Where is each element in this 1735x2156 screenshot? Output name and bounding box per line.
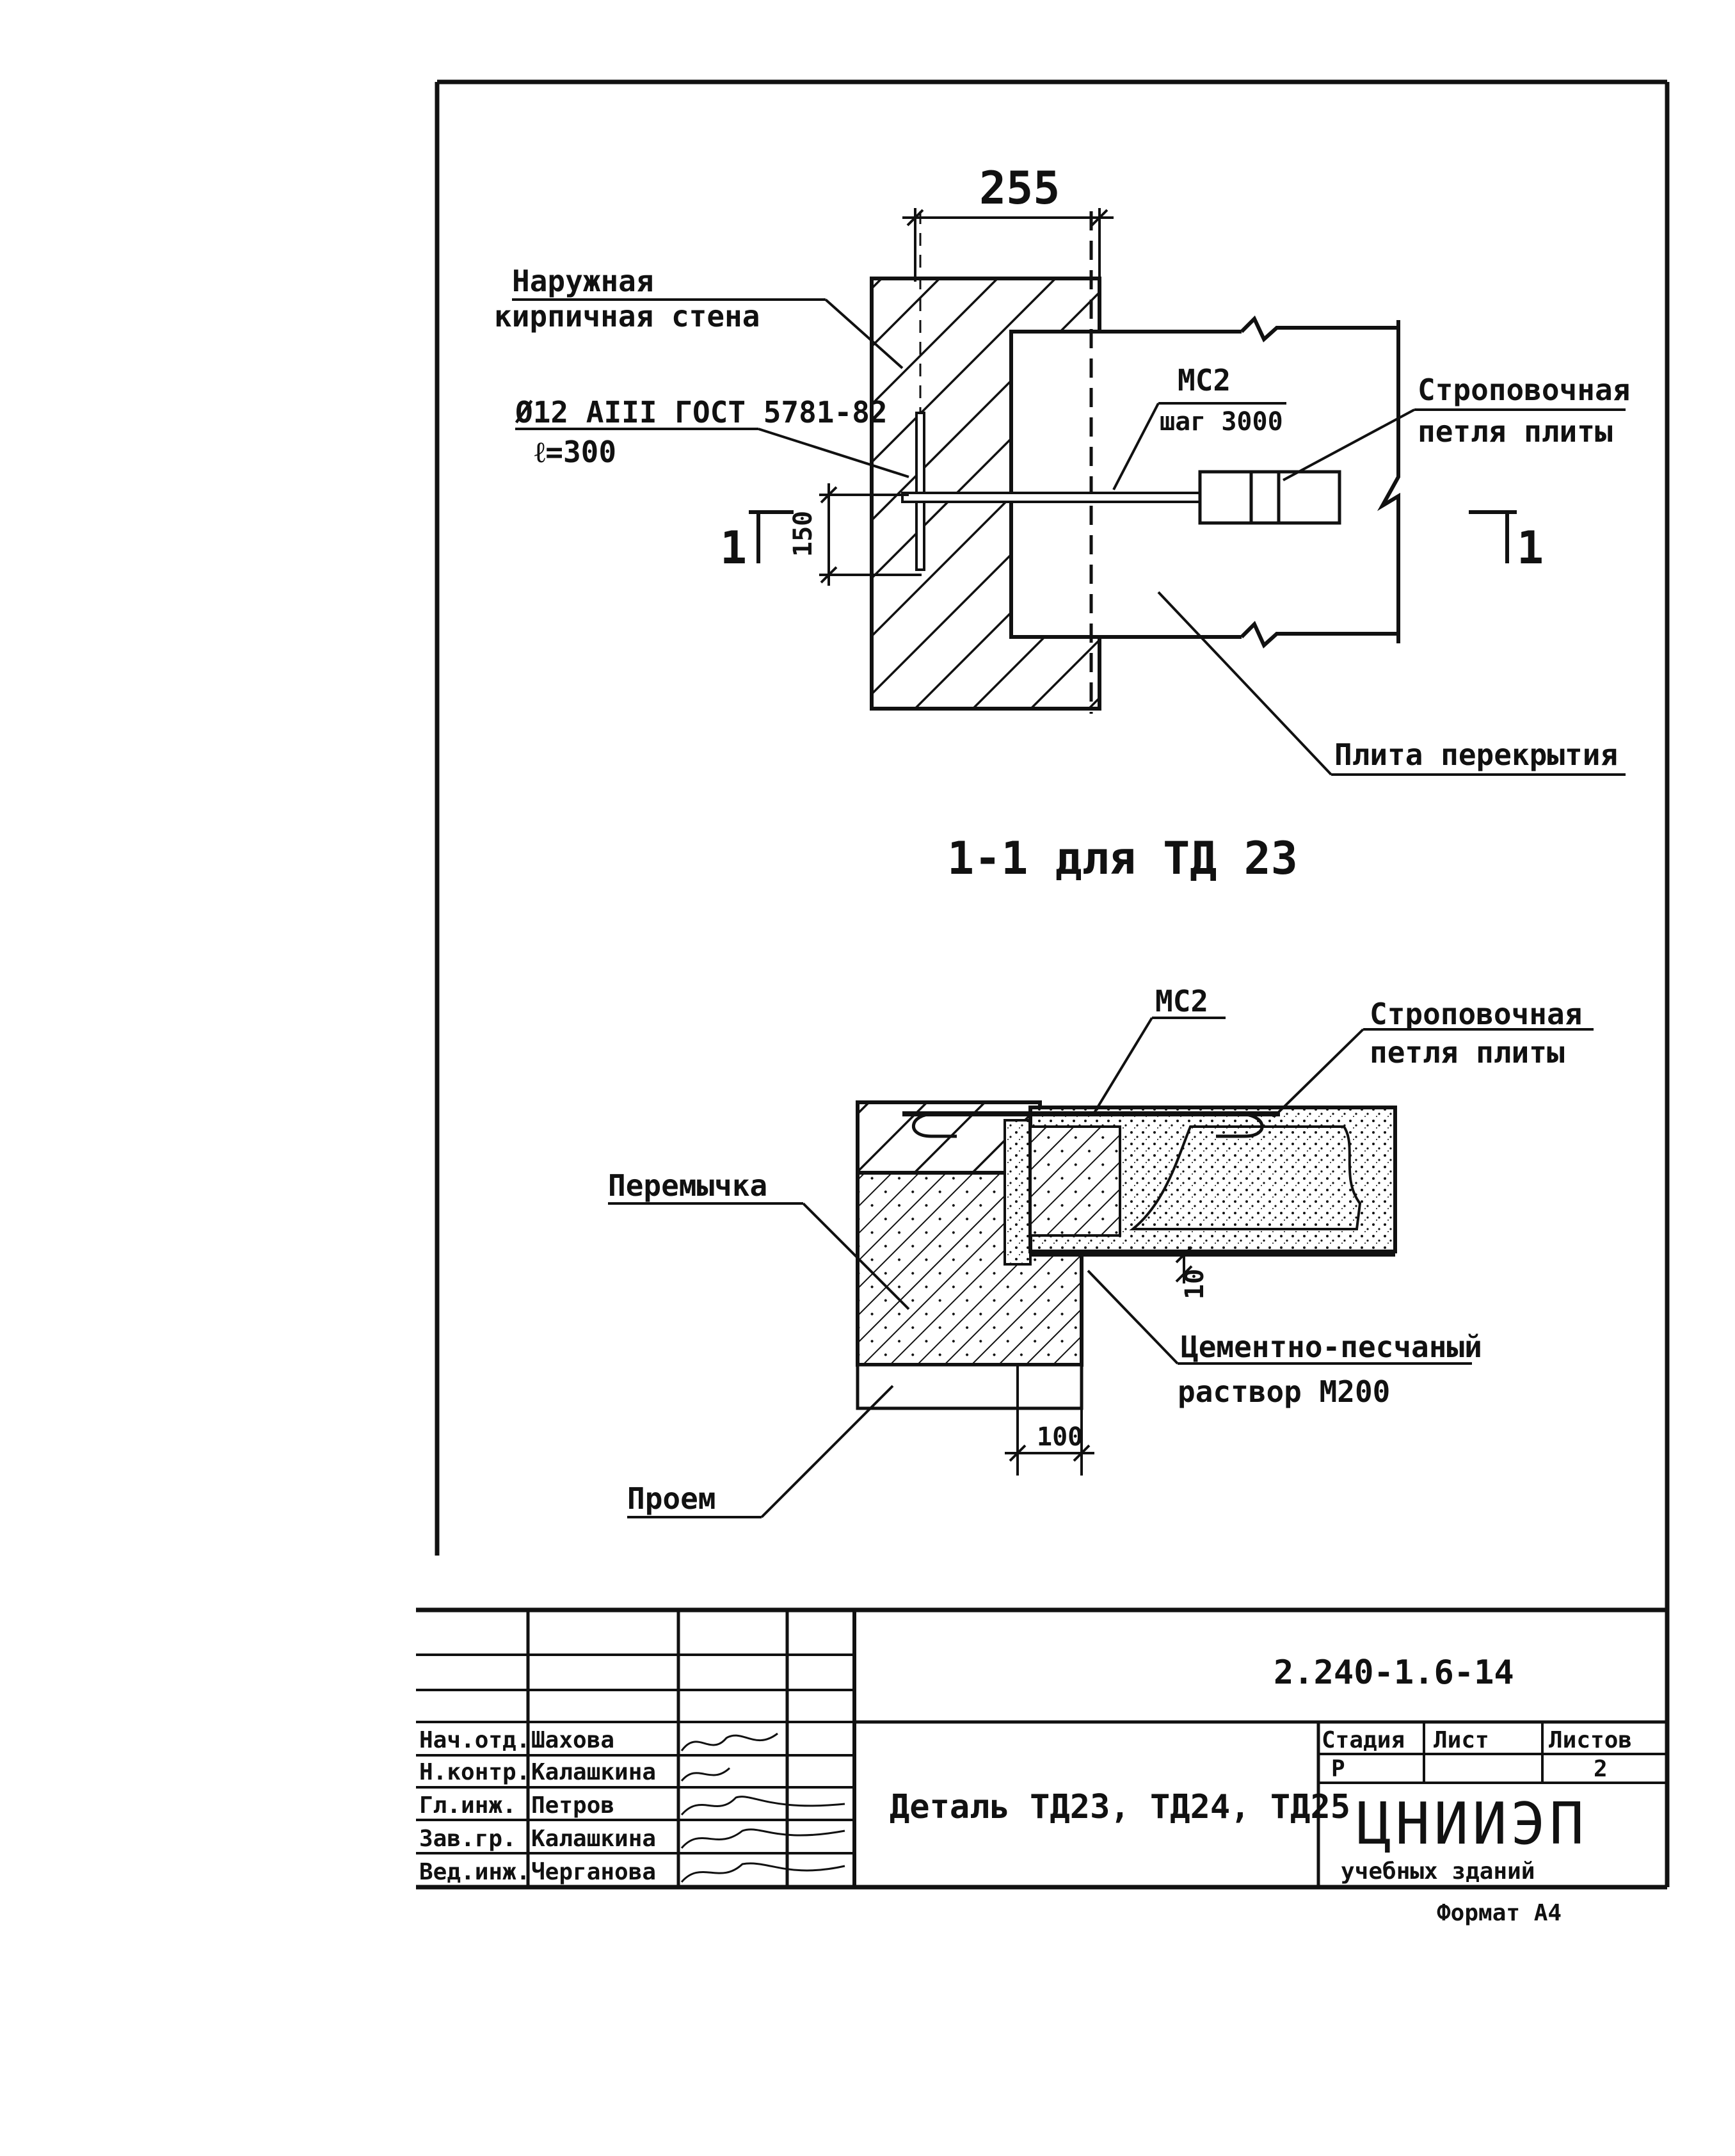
- sig-name-2: Петров: [531, 1792, 614, 1819]
- label-loop-bottom-1: Строповочная: [1370, 997, 1582, 1031]
- stage-value: Р: [1331, 1756, 1345, 1782]
- label-slab: Плита перекрытия: [1334, 737, 1618, 772]
- sheets-value: 2: [1594, 1756, 1608, 1782]
- sig-name-3: Калашкина: [531, 1826, 656, 1852]
- label-mc2-step: шаг 3000: [1160, 407, 1283, 437]
- org-name: ЦНИИЭП: [1357, 1790, 1588, 1858]
- title-block: [416, 1607, 1667, 1890]
- dimension-255: [902, 208, 1114, 282]
- label-wall-1: Наружная: [512, 264, 654, 298]
- sig-role-4: Вед.инж.: [419, 1859, 530, 1885]
- sig-name-1: Калашкина: [531, 1759, 656, 1785]
- dim-150-text: 150: [788, 511, 818, 557]
- col-sheets: Листов: [1549, 1727, 1632, 1753]
- section-title: 1-1 для ТД 23: [947, 832, 1298, 885]
- label-rebar-1: Ø12 АIII ГОСТ 5781-82: [515, 395, 888, 430]
- top-leaders: [512, 298, 1626, 776]
- lifting-loop-left: [911, 1112, 957, 1138]
- org-sub: учебных зданий: [1341, 1858, 1535, 1885]
- lifting-loop-top: [1198, 470, 1341, 525]
- lifting-loop-right: [1216, 1112, 1264, 1138]
- label-mortar-1: Цементно-песчаный: [1181, 1330, 1482, 1364]
- label-loop-bottom-2: петля плиты: [1370, 1035, 1565, 1070]
- label-mc2-bottom: МС2: [1155, 984, 1208, 1018]
- label-lintel: Перемычка: [608, 1168, 767, 1203]
- dimension-10: [1175, 1246, 1193, 1283]
- section-mark-right-num: 1: [1517, 522, 1544, 574]
- label-wall-2: кирпичная стена: [494, 299, 760, 334]
- label-loop-top-2: петля плиты: [1418, 414, 1613, 449]
- sig-role-3: Зав.гр.: [419, 1826, 516, 1852]
- section-mark-left-num: 1: [720, 522, 747, 574]
- top-detail: 255 150 1 1: [494, 162, 1630, 776]
- section-mark-right: [1469, 510, 1517, 563]
- drawing-title: Деталь ТД23, ТД24, ТД25: [890, 1788, 1350, 1826]
- sheet-frame: [435, 79, 1670, 1887]
- dim-100-text: 100: [1037, 1422, 1083, 1452]
- hollow-core-slab: [1028, 1106, 1397, 1257]
- mortar-bed: [1003, 1119, 1032, 1266]
- sig-name-0: Шахова: [531, 1727, 614, 1753]
- label-mc2-top: МС2: [1178, 363, 1231, 398]
- col-stage: Стадия: [1322, 1727, 1405, 1753]
- mc2-tie: [901, 492, 1211, 503]
- section-mark-left: [749, 510, 794, 563]
- title-block-text: 2.240-1.6-14 Деталь ТД23, ТД24, ТД25 Ста…: [419, 1653, 1632, 1926]
- bottom-leaders: [608, 1017, 1594, 1518]
- anchor-rebar: [915, 412, 925, 571]
- bottom-detail: 10 100 МС2 Строповочная петля плиты Пере…: [608, 984, 1594, 1518]
- label-opening: Проем: [627, 1481, 716, 1516]
- dim-10-text: 10: [1180, 1269, 1210, 1299]
- floor-slab: [1011, 315, 1400, 648]
- label-loop-top-1: Строповочная: [1418, 373, 1630, 407]
- label-mortar-2: раствор М200: [1178, 1374, 1390, 1409]
- sig-role-1: Н.контр.: [419, 1759, 530, 1785]
- sig-name-4: Черганова: [531, 1859, 656, 1885]
- format-label: Формат А4: [1437, 1900, 1562, 1926]
- dim-255-text: 255: [979, 162, 1060, 214]
- dimension-150: [819, 483, 922, 586]
- label-rebar-2: ℓ=300: [534, 435, 616, 469]
- sig-role-0: Нач.отд.: [419, 1727, 530, 1753]
- col-sheet: Лист: [1434, 1727, 1489, 1753]
- dimension-100: [1005, 1364, 1094, 1476]
- signature-scribbles: [680, 1732, 845, 1883]
- sig-role-2: Гл.инж.: [419, 1792, 516, 1819]
- doc-number: 2.240-1.6-14: [1274, 1653, 1514, 1692]
